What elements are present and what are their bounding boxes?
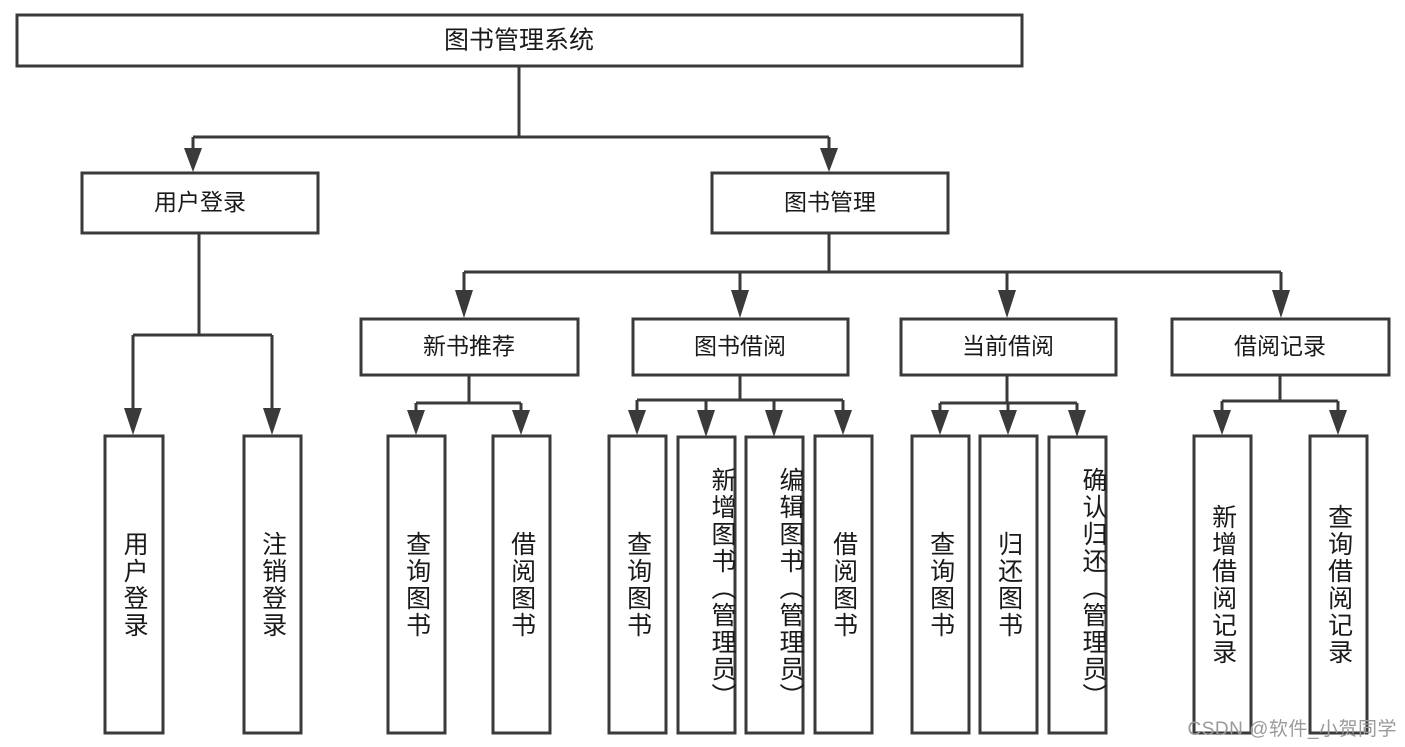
node-borrow-record-box[interactable] (1170, 317, 1391, 377)
arrow-to-book-borrow (731, 290, 749, 318)
connector-group-book-manage (455, 233, 1290, 318)
node-leaf-borrow-book-1[interactable] (491, 434, 552, 735)
node-new-book-rec-label: 新书推荐 (423, 333, 515, 359)
node-leaf-user-login[interactable] (103, 434, 165, 735)
node-leaf-edit-book[interactable] (744, 435, 805, 735)
arrow-to-current-borrow (998, 290, 1016, 318)
node-borrow-record[interactable]: 借阅记录 (1170, 317, 1391, 377)
arrow-to-user-login (184, 148, 202, 172)
node-current-borrow-label: 当前借阅 (962, 333, 1054, 359)
node-user-login[interactable]: 用户登录 (80, 171, 320, 235)
csdn-watermark: CSDN @软件_小贺同学 (1187, 719, 1397, 740)
connector-group-user-login (124, 233, 281, 435)
connector-group-root (184, 66, 838, 172)
node-leaf-return-book-box[interactable] (978, 434, 1039, 735)
node-leaf-logout[interactable] (242, 434, 303, 735)
node-new-book-rec-box[interactable] (359, 317, 580, 377)
arrow-to-leaf-borrow-book-2 (834, 410, 852, 435)
node-leaf-confirm-return[interactable] (1047, 435, 1108, 735)
node-book-manage-box[interactable] (710, 171, 950, 235)
node-leaf-add-book[interactable] (676, 435, 737, 735)
node-book-borrow-label: 图书借阅 (694, 333, 786, 359)
arrow-to-leaf-add-book (697, 410, 715, 437)
node-book-manage[interactable]: 图书管理 (710, 171, 950, 235)
node-book-borrow-box[interactable] (631, 317, 850, 377)
node-leaf-return-book[interactable] (978, 434, 1039, 735)
arrow-to-leaf-borrow-book-1 (512, 410, 530, 435)
node-leaf-borrow-book-2-box[interactable] (813, 434, 874, 735)
node-current-borrow-box[interactable] (899, 317, 1118, 377)
arrow-to-leaf-add-record (1213, 410, 1231, 435)
node-leaf-query-book-3-box[interactable] (910, 434, 971, 735)
arrow-to-leaf-query-book-1 (407, 410, 425, 435)
connector-group-current-borrow (931, 375, 1086, 437)
node-leaf-add-book-box[interactable] (676, 435, 737, 735)
node-book-borrow[interactable]: 图书借阅 (631, 317, 850, 377)
node-leaf-query-book-1-box[interactable] (386, 434, 447, 735)
arrow-to-leaf-query-book-2 (628, 410, 646, 435)
arrow-to-leaf-query-record (1329, 410, 1347, 435)
arrow-to-book-manage (820, 148, 838, 172)
connector-group-book-borrow (628, 375, 852, 437)
node-leaf-query-book-2[interactable] (607, 434, 668, 735)
arrow-to-leaf-return-book (999, 410, 1017, 435)
node-leaf-borrow-book-1-box[interactable] (491, 434, 552, 735)
node-current-borrow[interactable]: 当前借阅 (899, 317, 1118, 377)
node-root-box[interactable] (15, 13, 1024, 68)
node-leaf-confirm-return-box[interactable] (1047, 435, 1108, 735)
node-leaf-logout-box[interactable] (242, 434, 303, 735)
node-user-login-box[interactable] (80, 171, 320, 235)
node-leaf-query-book-1[interactable] (386, 434, 447, 735)
arrow-to-leaf-query-book-3 (931, 410, 949, 435)
node-leaf-query-book-2-box[interactable] (607, 434, 668, 735)
node-new-book-rec[interactable]: 新书推荐 (359, 317, 580, 377)
node-leaf-add-record-box[interactable] (1192, 434, 1253, 735)
node-leaf-query-book-3[interactable] (910, 434, 971, 735)
node-leaf-edit-book-box[interactable] (744, 435, 805, 735)
connector-group-new-book-rec (407, 375, 530, 435)
node-book-manage-label: 图书管理 (784, 189, 876, 215)
arrow-to-leaf-edit-book (765, 410, 783, 437)
node-user-login-label: 用户登录 (154, 189, 246, 215)
node-root-label: 图书管理系统 (444, 27, 594, 55)
node-leaf-borrow-book-2[interactable] (813, 434, 874, 735)
node-leaf-add-record[interactable] (1192, 434, 1253, 735)
arrow-to-leaf-logout (263, 408, 281, 435)
arrow-to-borrow-record (1272, 290, 1290, 318)
node-leaf-query-record-box[interactable] (1308, 434, 1369, 735)
node-leaf-query-record[interactable] (1308, 434, 1369, 735)
node-leaf-user-login-box[interactable] (103, 434, 165, 735)
arrow-to-leaf-user-login (124, 408, 142, 435)
node-borrow-record-label: 借阅记录 (1234, 333, 1326, 359)
arrow-to-new-book-rec (455, 290, 473, 318)
node-root[interactable]: 图书管理系统 (15, 13, 1024, 68)
arrow-to-leaf-confirm-return (1068, 410, 1086, 437)
connector-group-borrow-record (1213, 375, 1347, 435)
